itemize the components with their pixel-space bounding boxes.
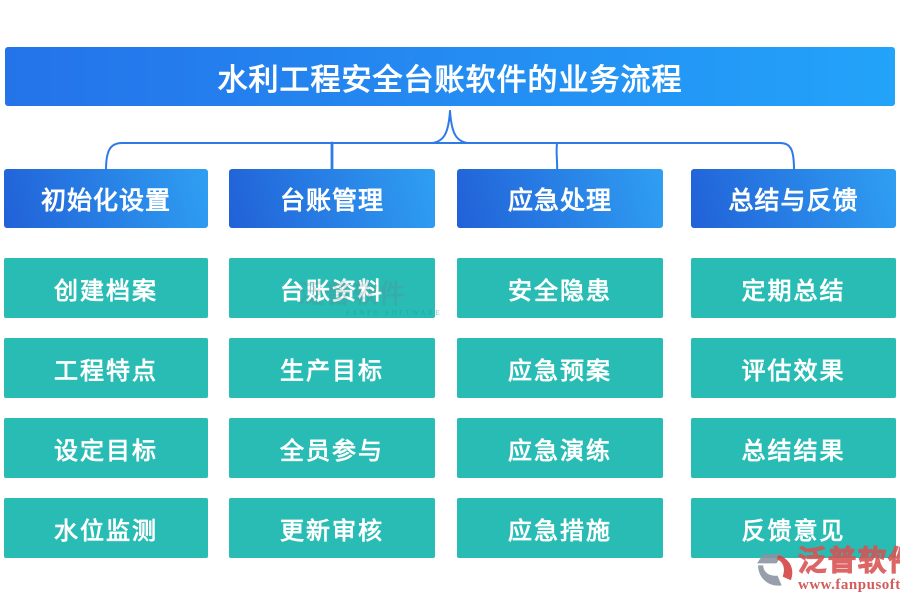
- connector-stem-left: [431, 110, 451, 144]
- flow-node: 台账资料: [229, 258, 435, 318]
- flow-column-ledger: 台账管理 台账资料 生产目标 全员参与 更新审核: [229, 169, 435, 569]
- flow-node: 应急演练: [457, 418, 663, 478]
- fanpu-logo: 泛普软件 www.fanpusoft.com: [755, 546, 900, 593]
- flow-node: 创建档案: [4, 258, 208, 318]
- column-header-ledger: 台账管理: [229, 169, 435, 228]
- page-title: 水利工程安全台账软件的业务流程: [217, 63, 683, 97]
- flow-node: 安全隐患: [457, 258, 663, 318]
- flow-node: 评估效果: [691, 338, 896, 398]
- flow-column-feedback: 总结与反馈 定期总结 评估效果 总结结果 反馈意见: [691, 169, 896, 569]
- flow-node: 反馈意见: [691, 498, 896, 558]
- flow-node: 定期总结: [691, 258, 896, 318]
- flow-node: 生产目标: [229, 338, 435, 398]
- flow-node: 应急措施: [457, 498, 663, 558]
- fanpu-logo-icon: [757, 554, 793, 586]
- column-header-init: 初始化设置: [4, 169, 208, 228]
- connector-stem-right: [449, 110, 469, 144]
- flow-node: 工程特点: [4, 338, 208, 398]
- title-banner: 水利工程安全台账软件的业务流程: [5, 47, 895, 106]
- flow-node: 应急预案: [457, 338, 663, 398]
- connector-rail: [105, 142, 795, 171]
- column-header-emergency: 应急处理: [457, 169, 663, 228]
- flow-column-init: 初始化设置 创建档案 工程特点 设定目标 水位监测: [4, 169, 208, 569]
- flow-node: 总结结果: [691, 418, 896, 478]
- column-header-feedback: 总结与反馈: [691, 169, 896, 228]
- flow-node: 全员参与: [229, 418, 435, 478]
- fanpu-logo-brand: 泛普软件: [797, 546, 900, 577]
- flow-node: 设定目标: [4, 418, 208, 478]
- flow-column-emergency: 应急处理 安全隐患 应急预案 应急演练 应急措施: [457, 169, 663, 569]
- flow-node: 水位监测: [4, 498, 208, 558]
- fanpu-logo-url: www.fanpusoft.com: [798, 577, 900, 593]
- flow-node: 更新审核: [229, 498, 435, 558]
